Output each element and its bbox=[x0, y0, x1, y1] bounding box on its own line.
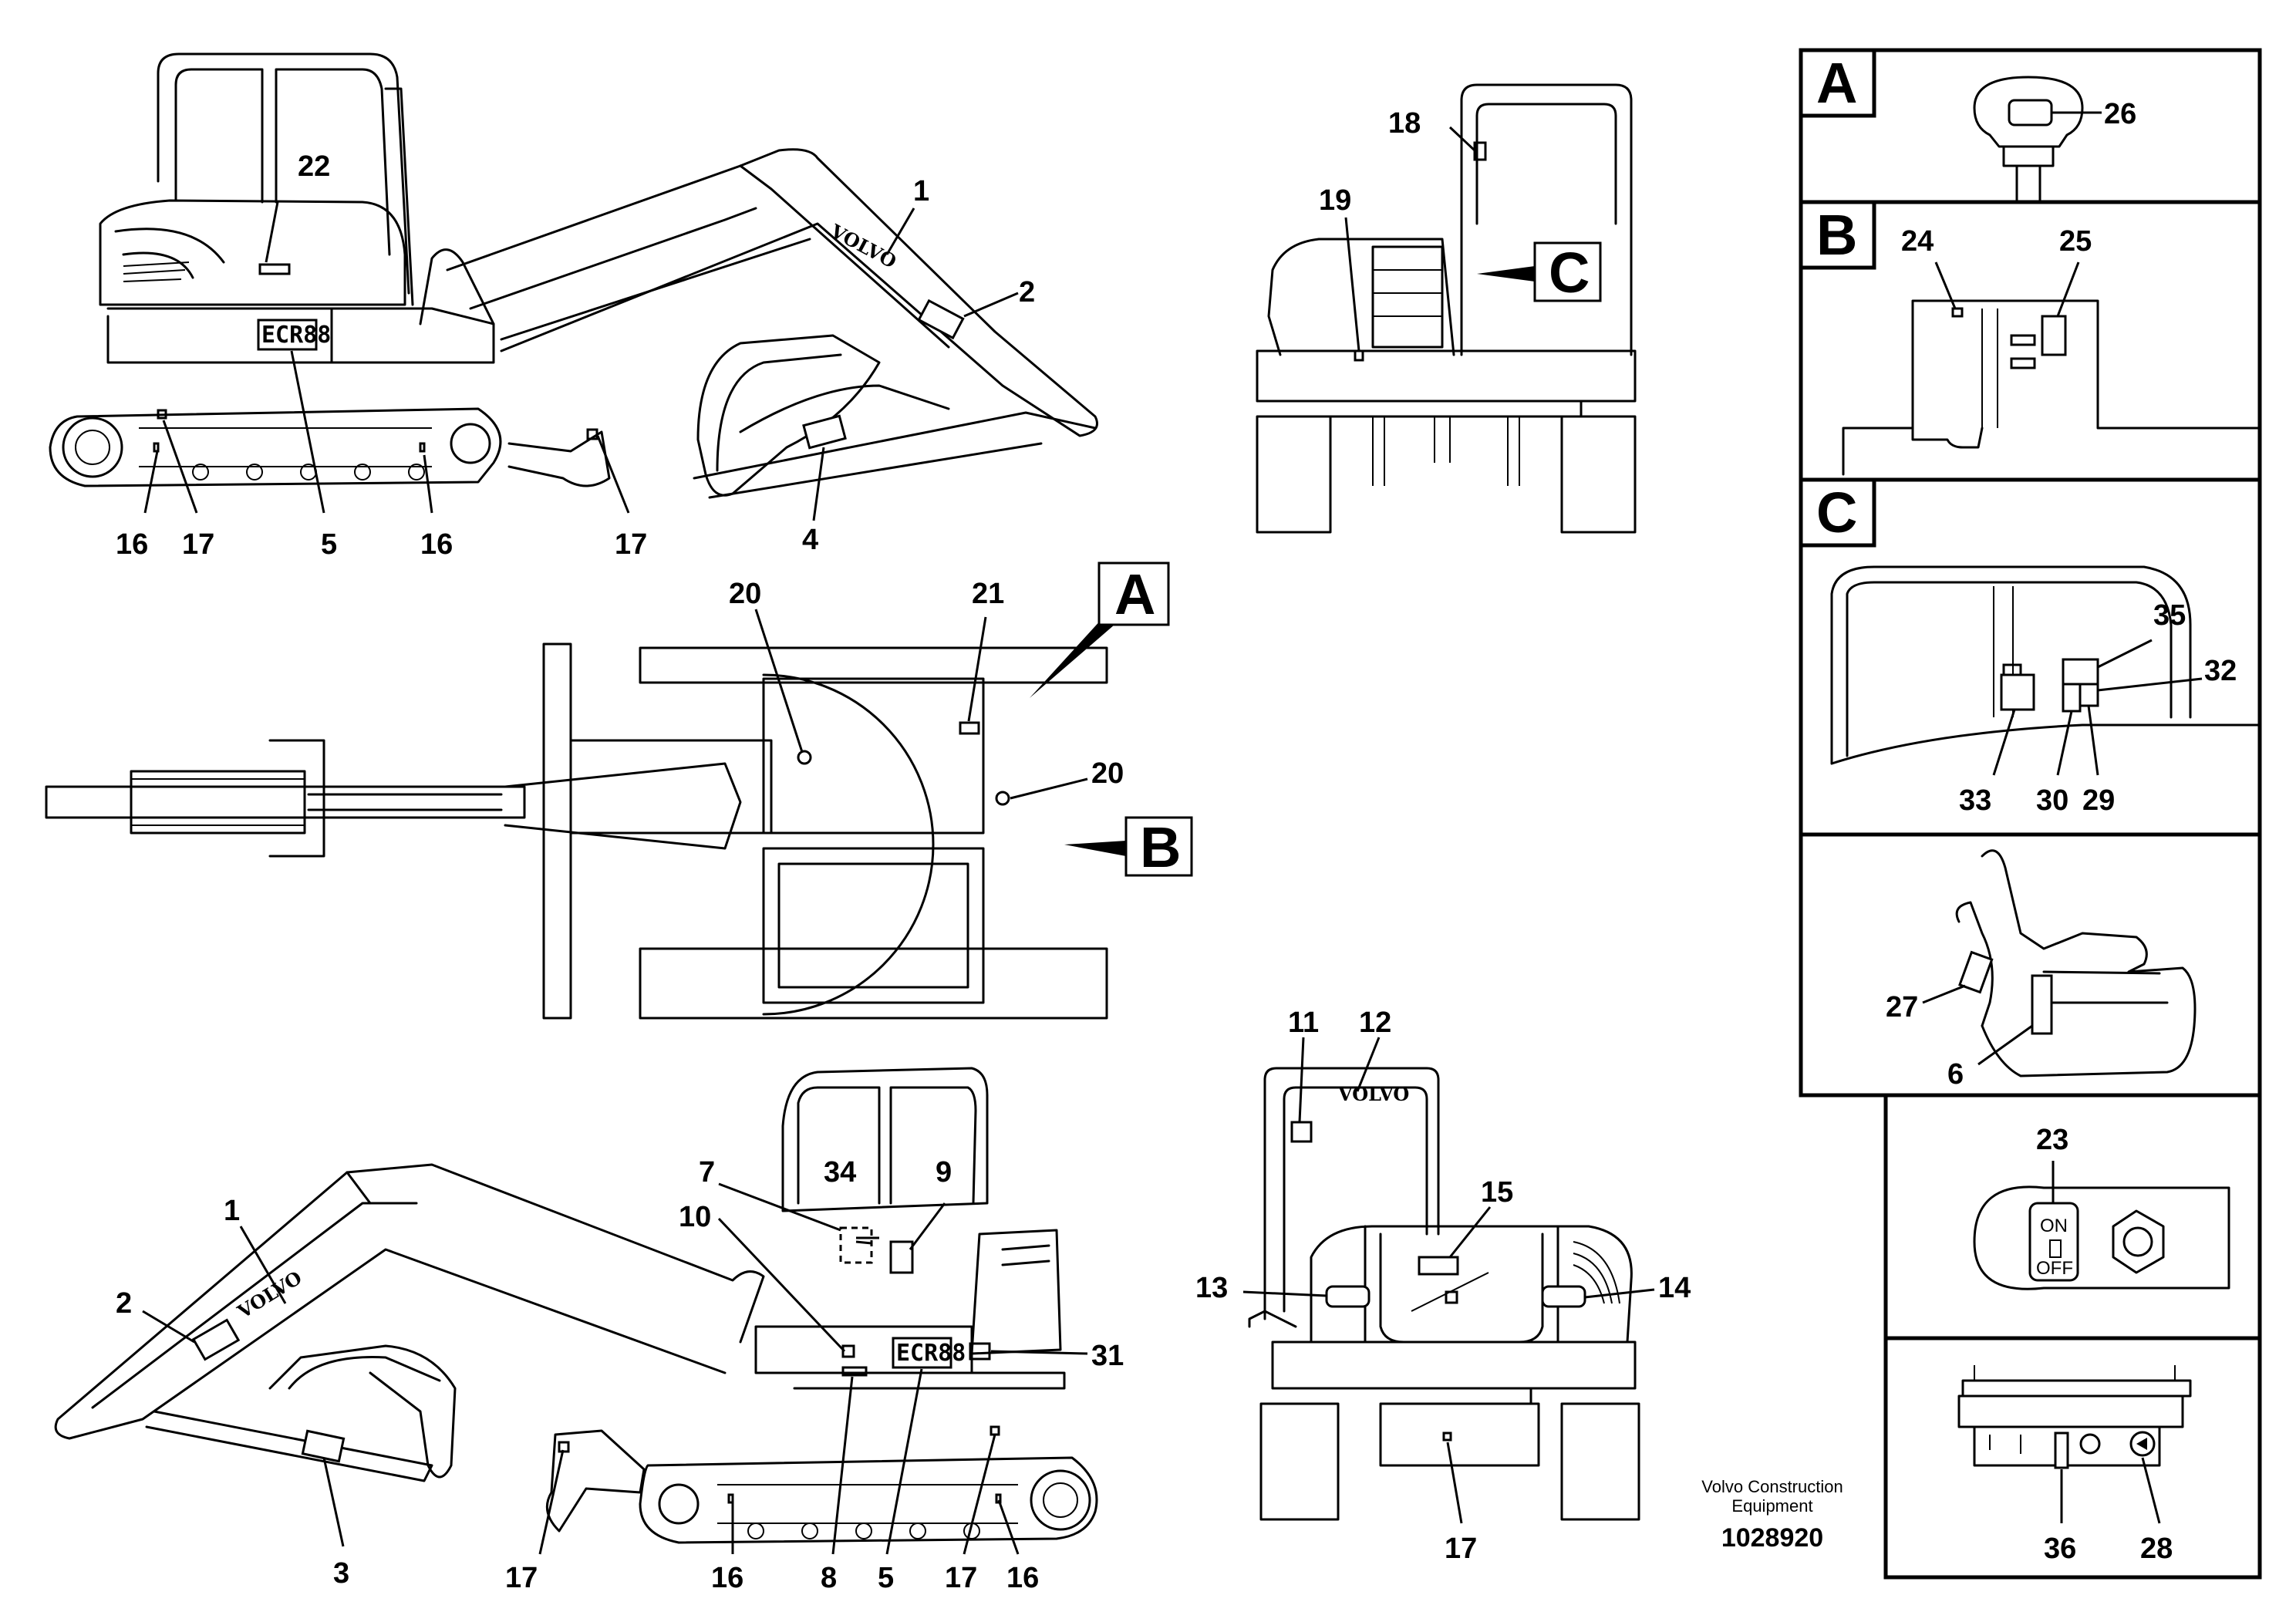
callout-23: 23 bbox=[2036, 1124, 2068, 1156]
callout-16: 16 bbox=[116, 528, 148, 561]
panel-b-letter: B bbox=[1816, 203, 1857, 267]
callout-17: 17 bbox=[505, 1562, 538, 1594]
callout-19: 19 bbox=[1319, 184, 1351, 217]
callout-7: 7 bbox=[699, 1156, 715, 1189]
callout-26: 26 bbox=[2104, 98, 2136, 130]
left-model-badge: ECR88 bbox=[261, 322, 331, 349]
right-model-badge: ECR88 bbox=[896, 1340, 966, 1367]
callout-33: 33 bbox=[1959, 784, 1991, 817]
switch-on-label: ON bbox=[2040, 1216, 2068, 1236]
callout-32: 32 bbox=[2204, 655, 2237, 687]
callout-9: 9 bbox=[936, 1156, 952, 1189]
view-a-marker-label: A bbox=[1114, 562, 1155, 626]
callout-16: 16 bbox=[711, 1562, 743, 1594]
callout-28: 28 bbox=[2140, 1533, 2173, 1565]
switch-off-label: OFF bbox=[2036, 1258, 2073, 1279]
callout-27: 27 bbox=[1886, 991, 1918, 1023]
callout-22: 22 bbox=[298, 150, 330, 183]
callout-35: 35 bbox=[2153, 599, 2186, 632]
credit-company: Volvo Construction bbox=[1701, 1477, 1843, 1496]
callout-4: 4 bbox=[802, 524, 818, 556]
detail-panel-a: A 26 bbox=[1799, 48, 2136, 202]
drawing-credit: Volvo Construction Equipment 1028920 bbox=[1701, 1477, 1843, 1553]
callout-20: 20 bbox=[729, 578, 761, 610]
callout-8: 8 bbox=[821, 1562, 837, 1594]
callout-20: 20 bbox=[1091, 757, 1124, 790]
drawing-number: 1028920 bbox=[1721, 1523, 1823, 1553]
callout-17: 17 bbox=[945, 1562, 977, 1594]
detail-panel-f: 36 28 bbox=[1957, 1365, 2192, 1565]
callout-13: 13 bbox=[1195, 1272, 1228, 1304]
callout-17: 17 bbox=[1445, 1533, 1477, 1565]
view-b-marker-label: B bbox=[1140, 815, 1181, 879]
callout-16: 16 bbox=[1006, 1562, 1039, 1594]
callout-17: 17 bbox=[182, 528, 214, 561]
callout-12: 12 bbox=[1359, 1007, 1391, 1039]
callout-2: 2 bbox=[116, 1287, 132, 1320]
left-side-view: ECR88 VOLVO 22 1 2 4 5 16 17 16 17 bbox=[49, 52, 1098, 561]
callout-17: 17 bbox=[615, 528, 647, 561]
callout-25: 25 bbox=[2059, 225, 2092, 258]
callout-6: 6 bbox=[1947, 1058, 1964, 1091]
callout-34: 34 bbox=[824, 1156, 856, 1189]
callout-31: 31 bbox=[1091, 1340, 1124, 1372]
detail-panel-b: B 24 25 bbox=[1799, 200, 2261, 476]
detail-panel-e: ON OFF 23 bbox=[1973, 1124, 2230, 1290]
callout-29: 29 bbox=[2082, 784, 2115, 817]
detail-panel-c: C 35 32 33 30 29 bbox=[1799, 477, 2261, 817]
right-side-view: ECR88 VOLVO 1 2 3 7 10 34 9 31 8 5 16 17 bbox=[54, 1067, 1124, 1594]
top-view: A B 20 21 20 bbox=[45, 561, 1193, 1020]
callout-21: 21 bbox=[972, 578, 1004, 610]
callout-15: 15 bbox=[1481, 1176, 1513, 1209]
callout-11: 11 bbox=[1288, 1007, 1319, 1039]
callout-16: 16 bbox=[420, 528, 453, 561]
callout-2: 2 bbox=[1019, 276, 1035, 309]
callout-3: 3 bbox=[333, 1557, 349, 1590]
panel-a-letter: A bbox=[1816, 51, 1857, 115]
callout-14: 14 bbox=[1658, 1272, 1691, 1304]
callout-1: 1 bbox=[224, 1195, 240, 1227]
callout-1: 1 bbox=[913, 175, 929, 207]
view-c-marker-label: C bbox=[1549, 241, 1590, 305]
callout-10: 10 bbox=[679, 1201, 711, 1233]
detail-panel-d: 27 6 bbox=[1886, 849, 2197, 1091]
callout-24: 24 bbox=[1901, 225, 1934, 258]
rear-brand: VOLVO bbox=[1337, 1083, 1409, 1105]
credit-division: Equipment bbox=[1731, 1496, 1812, 1516]
rear-view: VOLVO 11 12 15 13 14 17 bbox=[1195, 1007, 1691, 1565]
callout-30: 30 bbox=[2036, 784, 2068, 817]
callout-36: 36 bbox=[2044, 1533, 2076, 1565]
panel-c-letter: C bbox=[1816, 481, 1857, 545]
callout-5: 5 bbox=[878, 1562, 894, 1594]
front-view: C 18 19 bbox=[1256, 83, 1637, 534]
callout-18: 18 bbox=[1388, 107, 1421, 140]
callout-5: 5 bbox=[321, 528, 337, 561]
detail-panels: A 26 B 24 25 C bbox=[1799, 48, 2262, 1580]
